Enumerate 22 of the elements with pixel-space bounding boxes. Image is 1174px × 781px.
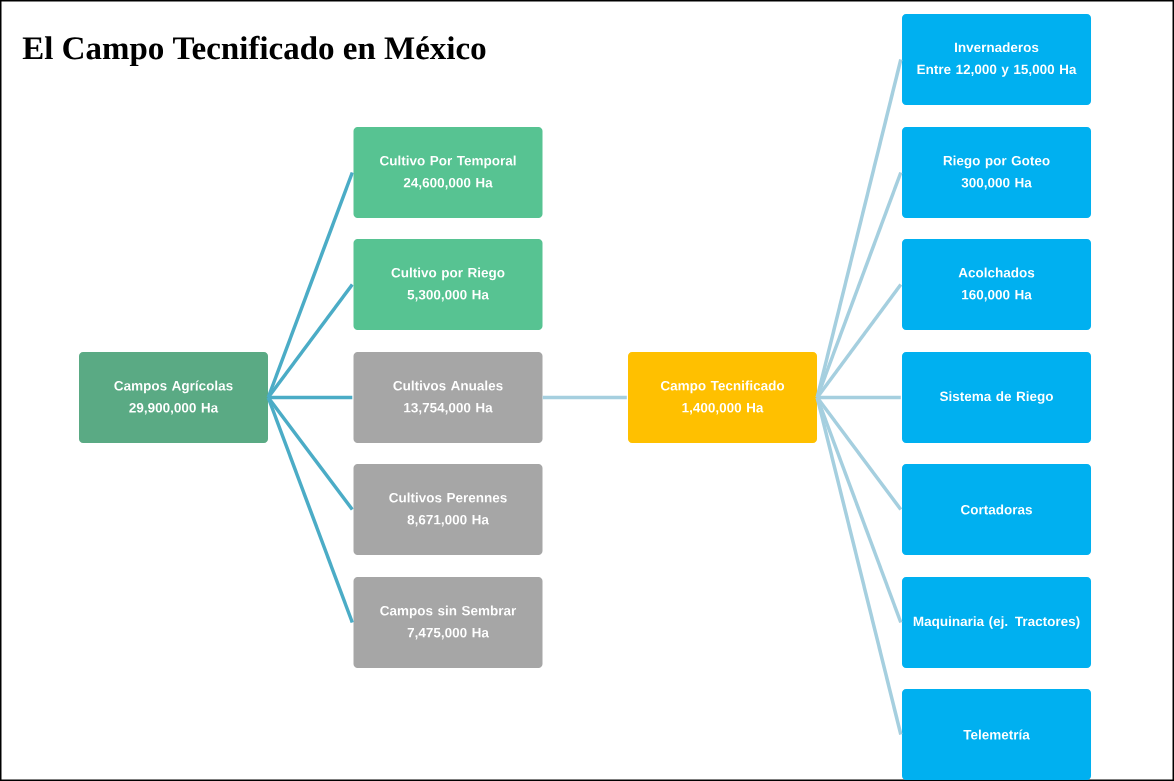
process-box: Campos Agrícolas 29,900,000 Ha bbox=[79, 352, 268, 443]
connector-line bbox=[266, 283, 354, 399]
process-box: Invernaderos Entre 12,000 y 15,000 Ha bbox=[902, 14, 1091, 105]
connector-line bbox=[268, 395, 353, 400]
process-box: Campos sin Sembrar 7,475,000 Ha bbox=[353, 577, 543, 668]
connector-line bbox=[815, 397, 903, 735]
process-box: Sistema de Riego bbox=[902, 352, 1091, 443]
process-box: Riego por Goteo 300,000 Ha bbox=[902, 127, 1091, 218]
process-box: Cortadoras bbox=[902, 464, 1091, 555]
process-box: Cultivos Perennes 8,671,000 Ha bbox=[353, 464, 543, 555]
process-box: Acolchados 160,000 Ha bbox=[902, 239, 1091, 330]
process-box: Cultivo Por Temporal 24,600,000 Ha bbox=[353, 127, 543, 218]
connector-line bbox=[817, 395, 901, 400]
process-box: Cultivo por Riego 5,300,000 Ha bbox=[353, 239, 543, 330]
connector-line bbox=[542, 395, 627, 400]
process-box: Telemetría bbox=[902, 689, 1091, 780]
title: El Campo Tecnificado en México bbox=[22, 35, 486, 67]
process-box: Cultivos Anuales 13,754,000 Ha bbox=[353, 352, 543, 443]
process-box: Maquinaria (ej. Tractores) bbox=[902, 577, 1091, 668]
process-box: Campo Tecnificado 1,400,000 Ha bbox=[628, 352, 817, 443]
connector-line bbox=[266, 396, 354, 624]
connector-line bbox=[815, 171, 903, 399]
